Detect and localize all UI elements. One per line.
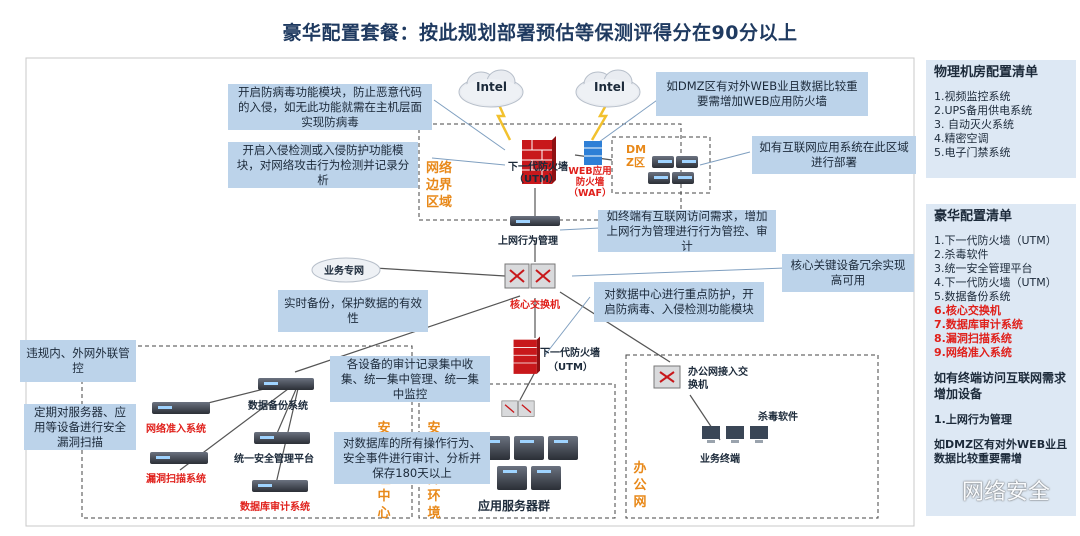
panel-lux-extra-item: 1.上网行为管理	[934, 413, 1012, 426]
cloud-label-1: Intel	[476, 80, 507, 94]
dmz-server-icon	[652, 156, 674, 168]
callout-backup: 实时备份，保护数据的有效性	[278, 290, 428, 332]
compute-zone-box	[418, 383, 616, 519]
core-switch-icon	[504, 263, 556, 289]
page-title: 豪华配置套餐：按此规划部署预估等保测评得分在90分以上	[282, 22, 798, 44]
app-server-icon	[531, 466, 561, 490]
firewall-icon	[522, 136, 556, 184]
behavior-mgmt-icon	[510, 216, 560, 226]
panel-lux-item: 8.漏洞扫描系统	[934, 332, 1012, 345]
compute-switch-icon	[501, 400, 535, 417]
panel-lux-item: 5.数据备份系统	[934, 290, 1011, 303]
terminal-label: 业务终端	[700, 454, 740, 465]
panel-room-item: 1.视频监控系统	[934, 90, 1011, 103]
panel-lux-heading: 豪华配置清单	[934, 209, 1013, 224]
panel-room-heading: 物理机房配置清单	[934, 65, 1039, 80]
internet-cloud-icon	[458, 69, 524, 108]
callout-dc-protect: 对数据中心进行重点防护，开启防病毒、入侵检测功能模块	[594, 282, 764, 322]
callout-antivirus: 开启防病毒功能模块，防止恶意代码的入侵，如无此功能就需在主机层面实现防病毒	[228, 84, 432, 130]
app-cluster-label: 应用服务器群	[478, 499, 551, 513]
callout-vuln: 定期对服务器、应用等设备进行安全漏洞扫描	[24, 404, 136, 450]
waf-icon	[584, 141, 602, 165]
utm-top-label: 下一代防火墙	[508, 162, 568, 173]
link-biznet-core	[374, 267, 506, 277]
nac-device-icon	[152, 402, 210, 414]
link-utm2-servers	[519, 371, 536, 401]
callout-nac: 违规内、外网外联管控	[20, 340, 136, 382]
office-switch-icon	[653, 365, 681, 389]
vuln-label: 漏洞扫描系统	[146, 474, 206, 485]
callout-ips: 开启入侵检测或入侵防护功能模块，对网络攻击行为检测并记录分析	[228, 142, 418, 188]
utm-top-sub: （UTM）	[514, 174, 559, 185]
waf-label: WEB应用防火墙（WAF）	[568, 166, 612, 199]
dmz-server-icon	[672, 172, 694, 184]
utm-mid-sub: （UTM）	[548, 362, 593, 373]
office-zone-box	[625, 354, 879, 519]
dmz-server-icon	[676, 156, 698, 168]
nac-label: 网络准入系统	[146, 424, 206, 435]
utm-mid-label: 下一代防火墙	[540, 348, 600, 359]
biz-net-cloud-icon	[311, 257, 381, 283]
callout-dmz-apps: 如有互联网应用系统在此区域进行部署	[752, 136, 916, 174]
lightning-bolt-1	[494, 97, 512, 141]
panel-room-item: 3. 自动灭火系统	[934, 118, 1014, 131]
internet-cloud-icon	[575, 69, 641, 108]
office-switch-label: 办公网接入交换机	[688, 367, 748, 391]
behavior-mgmt-label: 上网行为管理	[498, 236, 558, 247]
panel-lux-item: 4.下一代防火墙（UTM）	[934, 276, 1057, 289]
panel-lux-item: 2.杀毒软件	[934, 248, 989, 261]
callout-redundancy: 核心关键设备冗余实现高可用	[782, 254, 914, 292]
firewall-icon	[513, 336, 540, 374]
panel-lux-item: 6.核心交换机	[934, 304, 1001, 317]
panel-physical-room: 物理机房配置清单 1.视频监控系统 2.UPS备用供电系统 3. 自动灭火系统 …	[926, 60, 1076, 178]
zone-border-label: 网络边界区域	[426, 161, 453, 210]
vuln-device-icon	[150, 452, 208, 464]
core-switch-label: 核心交换机	[510, 300, 560, 311]
panel-room-item: 5.电子门禁系统	[934, 146, 1011, 159]
db-audit-device-icon	[252, 480, 308, 492]
backup-device-icon	[258, 378, 314, 390]
dmz-label: DM Z区	[626, 143, 647, 169]
terminal-icon	[702, 426, 768, 443]
soc-label: 统一安全管理平台	[234, 454, 314, 465]
diagram-border	[25, 57, 915, 527]
soc-device-icon	[254, 432, 310, 444]
av-label: 杀毒软件	[758, 412, 798, 423]
panel-lux-extra-heading: 如有终端访问互联网需求增加设备	[934, 371, 1067, 401]
app-server-icon	[497, 466, 527, 490]
panel-lux-item: 3.统一安全管理平台	[934, 262, 1033, 275]
cloud-label-2: Intel	[594, 80, 625, 94]
zone-office-label: 办公网	[633, 461, 647, 510]
link-core-office	[559, 291, 671, 363]
panel-room-item: 2.UPS备用供电系统	[934, 104, 1033, 117]
db-audit-label: 数据库审计系统	[240, 502, 310, 513]
backup-label: 数据备份系统	[248, 401, 308, 412]
callout-audit-center: 各设备的审计记录集中收集、统一集中管理、统一集中监控	[330, 356, 490, 402]
panel-luxury-config: 豪华配置清单 1.下一代防火墙（UTM） 2.杀毒软件 3.统一安全管理平台 4…	[926, 204, 1076, 516]
callout-behavior: 如终端有互联网访问需求，增加上网行为管理进行行为管控、审计	[598, 209, 776, 253]
dmz-server-icon	[648, 172, 670, 184]
panel-lux-extra-note: 如DMZ区有对外WEB业且数据比较重要需增	[934, 438, 1068, 465]
callout-db-audit: 对数据库的所有操作行为、安全事件进行审计、分析并保存180天以上	[334, 432, 490, 484]
panel-room-item: 4.精密空调	[934, 132, 989, 145]
app-server-icon	[514, 436, 544, 460]
panel-lux-item: 7.数据库审计系统	[934, 318, 1023, 331]
dmz-zone-box	[611, 136, 711, 194]
biz-net-label: 业务专网	[324, 266, 364, 277]
watermark: 网络安全	[961, 480, 1050, 505]
callout-waf: 如DMZ区有对外WEB业且数据比较重要需增加WEB应用防火墙	[656, 72, 868, 116]
panel-lux-item: 9.网络准入系统	[934, 346, 1012, 359]
app-server-icon	[548, 436, 578, 460]
panel-lux-item: 1.下一代防火墙（UTM）	[934, 234, 1057, 247]
